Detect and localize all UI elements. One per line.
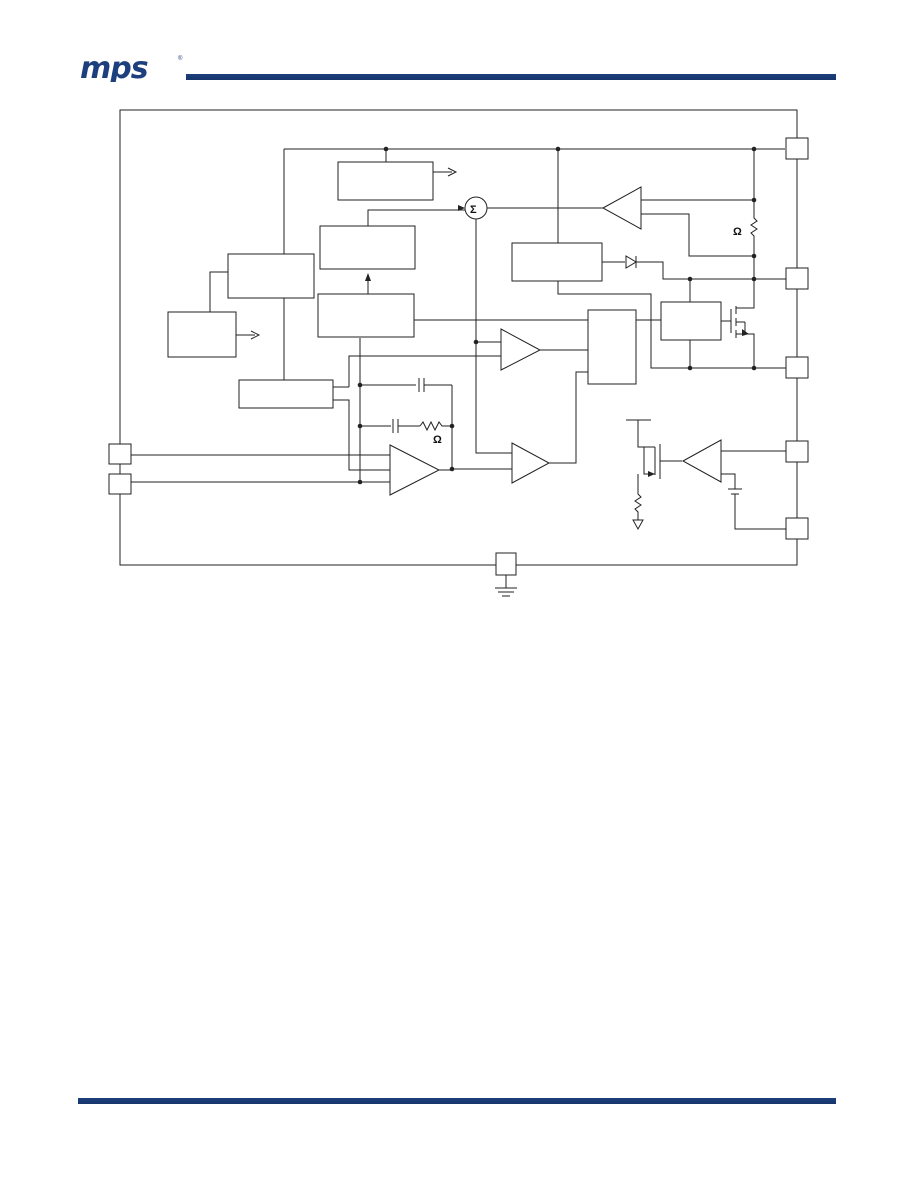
enable-fet-icon	[643, 444, 682, 479]
pin-right-5	[785, 517, 809, 540]
sense-resistor-icon	[750, 200, 758, 256]
pin-gnd	[495, 552, 517, 576]
sum-symbol: Σ	[470, 204, 477, 216]
ohm-label-1: Ω	[733, 226, 742, 238]
ground-icon	[495, 575, 517, 597]
svg-text:mps: mps	[80, 52, 148, 82]
current-limit-comparator	[511, 442, 551, 484]
comp-resistor-icon	[419, 420, 452, 432]
pin-right-4	[785, 440, 809, 463]
svg-text:®: ®	[178, 55, 183, 62]
error-amplifier	[389, 444, 441, 496]
comp-capacitor-2-icon	[392, 419, 420, 433]
mps-logo: mps ®	[80, 52, 183, 82]
ohm-label-2: Ω	[433, 434, 442, 446]
power-mosfet-icon	[721, 300, 755, 368]
current-sense-amp	[601, 186, 642, 230]
battery-icon	[728, 488, 742, 495]
block-reference	[167, 311, 237, 358]
header-rule	[186, 74, 836, 80]
block-uvlo	[227, 253, 315, 299]
enable-buffer	[681, 439, 722, 483]
block-softstart	[238, 379, 334, 409]
block-logic	[587, 309, 637, 385]
footer-rule	[78, 1098, 836, 1104]
pwm-comparator	[500, 328, 542, 371]
block-oscillator	[317, 293, 415, 338]
block-slope	[319, 225, 416, 270]
pin-left-1	[108, 443, 132, 465]
pin-left-2	[108, 473, 132, 495]
block-regulator	[337, 161, 434, 201]
comp-capacitor-1-icon	[418, 378, 452, 392]
pin-right-3	[785, 356, 809, 379]
pin-right-2	[785, 267, 809, 290]
ground-arrow-icon	[632, 519, 644, 531]
block-driver	[660, 301, 722, 341]
pin-right-1	[785, 137, 809, 160]
diode-icon	[625, 255, 637, 269]
block-bootstrap	[511, 242, 603, 282]
